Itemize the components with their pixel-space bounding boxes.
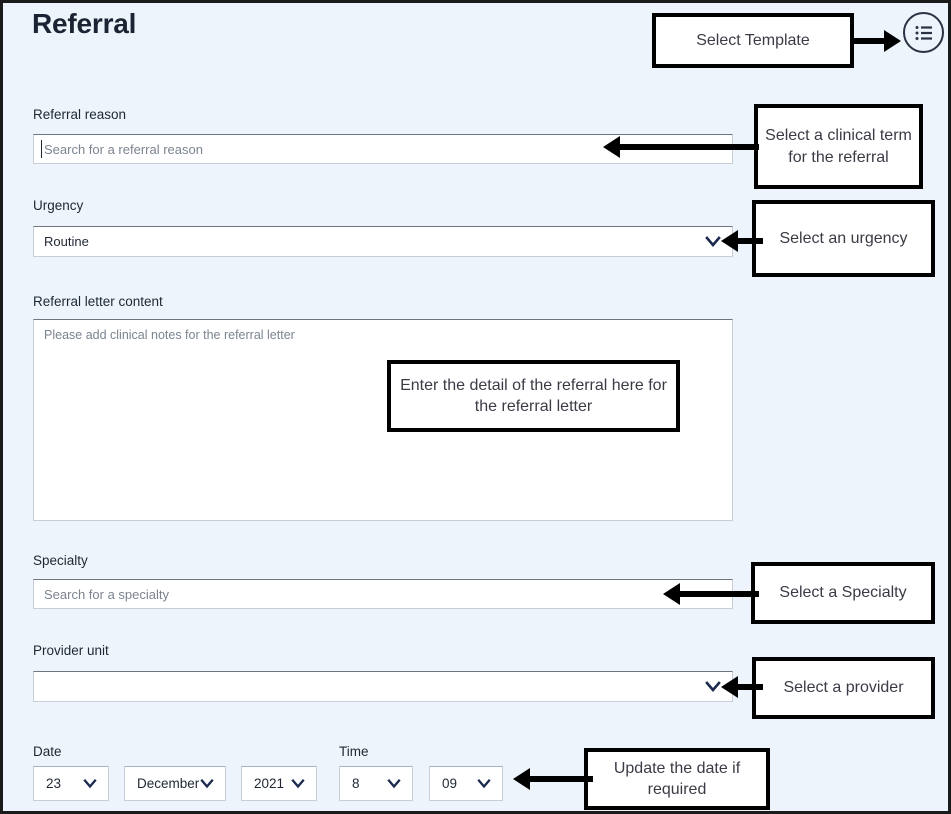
- annotation-clinical-term: Select a clinical term for the referral: [754, 104, 923, 189]
- annotation-update-date: Update the date if required: [584, 748, 770, 810]
- specialty-label: Specialty: [33, 553, 88, 568]
- chevron-down-icon: [705, 235, 721, 248]
- annotation-arrow-clinical-term: [603, 136, 759, 158]
- provider-unit-select[interactable]: [33, 671, 733, 702]
- date-day-select[interactable]: 23: [33, 766, 109, 801]
- urgency-label: Urgency: [33, 198, 84, 213]
- annotation-arrow-specialty: [663, 583, 759, 605]
- page-title: Referral: [32, 8, 137, 39]
- time-hour-value: 8: [352, 776, 360, 791]
- date-year-select[interactable]: 2021: [241, 766, 317, 801]
- date-year-value: 2021: [254, 776, 285, 791]
- annotation-arrow-urgency: [721, 230, 763, 252]
- urgency-select[interactable]: Routine: [33, 226, 733, 257]
- referral-reason-placeholder: Search for a referral reason: [44, 141, 203, 157]
- annotation-select-template: Select Template: [652, 13, 854, 68]
- select-template-button[interactable]: [903, 12, 944, 53]
- annotation-arrow-update-date: [513, 768, 593, 790]
- chevron-down-icon: [477, 778, 491, 789]
- time-minute-value: 09: [442, 776, 458, 791]
- date-day-value: 23: [46, 776, 62, 791]
- annotation-provider: Select a provider: [752, 657, 935, 719]
- provider-unit-label: Provider unit: [33, 643, 109, 658]
- chevron-down-icon: [83, 778, 97, 789]
- chevron-down-icon: [387, 778, 401, 789]
- annotation-specialty: Select a Specialty: [751, 562, 935, 624]
- annotation-arrow-provider: [721, 676, 763, 698]
- annotation-arrow-select-template: [854, 30, 904, 52]
- urgency-value: Routine: [44, 234, 89, 249]
- time-hour-select[interactable]: 8: [339, 766, 413, 801]
- date-month-select[interactable]: December: [124, 766, 226, 801]
- referral-reason-label: Referral reason: [33, 107, 127, 122]
- annotation-letter-detail: Enter the detail of the referral here fo…: [387, 360, 680, 432]
- annotation-urgency: Select an urgency: [752, 200, 935, 277]
- date-label: Date: [33, 744, 62, 759]
- chevron-down-icon: [200, 778, 214, 789]
- chevron-down-icon: [291, 778, 305, 789]
- specialty-placeholder: Search for a specialty: [44, 586, 170, 602]
- referral-letter-content-placeholder: Please add clinical notes for the referr…: [44, 328, 295, 342]
- specialty-input[interactable]: Search for a specialty: [33, 579, 733, 609]
- date-month-value: December: [137, 776, 200, 791]
- list-icon: [913, 22, 935, 44]
- time-label: Time: [339, 744, 369, 759]
- chevron-down-icon: [705, 680, 721, 693]
- text-caret: [41, 140, 42, 158]
- referral-letter-content-label: Referral letter content: [33, 294, 163, 309]
- time-minute-select[interactable]: 09: [429, 766, 503, 801]
